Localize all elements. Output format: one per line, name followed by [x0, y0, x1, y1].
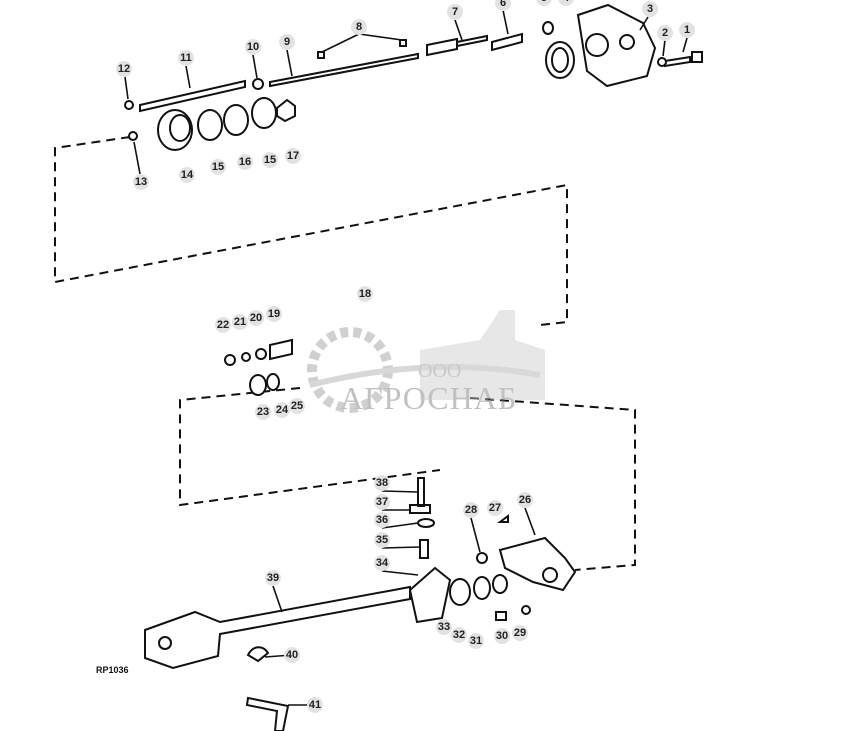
upper-parts [124, 3, 703, 151]
svg-text:40: 40 [286, 649, 298, 661]
callout-11: 11 [178, 50, 194, 66]
callout-labels: 1234567891011121314151615171819202122232… [116, 0, 695, 713]
svg-text:3: 3 [647, 3, 653, 15]
svg-text:13: 13 [135, 176, 147, 188]
callout-3: 3 [642, 1, 658, 17]
svg-text:2: 2 [662, 27, 668, 39]
callout-19: 19 [266, 306, 282, 322]
svg-text:29: 29 [514, 627, 526, 639]
svg-text:34: 34 [376, 557, 389, 569]
callout-28: 28 [463, 502, 479, 518]
svg-text:22: 22 [217, 319, 229, 331]
callout-36: 36 [374, 512, 390, 528]
svg-text:28: 28 [465, 504, 477, 516]
callout-16: 16 [237, 154, 253, 170]
callout-34: 34 [374, 555, 390, 571]
svg-text:39: 39 [267, 572, 279, 584]
dashed-group-outlines [54, 136, 636, 571]
callout-22: 22 [215, 317, 231, 333]
lower-parts [144, 477, 577, 731]
svg-text:35: 35 [376, 534, 388, 546]
svg-text:9: 9 [284, 36, 290, 48]
svg-text:30: 30 [496, 630, 508, 642]
callout-8: 8 [351, 19, 367, 35]
callout-23: 23 [255, 404, 271, 420]
callout-31: 31 [468, 633, 484, 649]
svg-text:41: 41 [309, 699, 321, 711]
svg-text:18: 18 [359, 288, 371, 300]
svg-text:27: 27 [489, 502, 501, 514]
svg-text:23: 23 [257, 406, 269, 418]
callout-12: 12 [116, 61, 132, 77]
callout-17: 17 [285, 148, 301, 164]
callout-5: 5 [536, 0, 552, 6]
callout-26: 26 [517, 492, 533, 508]
svg-text:33: 33 [438, 621, 450, 633]
svg-text:32: 32 [453, 629, 465, 641]
svg-text:25: 25 [291, 400, 303, 412]
callout-32: 32 [451, 627, 467, 643]
callout-4: 4 [558, 0, 574, 6]
callout-38: 38 [374, 475, 390, 491]
callout-20: 20 [248, 310, 264, 326]
callout-37: 37 [374, 494, 390, 510]
svg-text:37: 37 [376, 496, 388, 508]
callout-6: 6 [495, 0, 511, 11]
callout-15: 15 [210, 159, 226, 175]
svg-text:4: 4 [563, 0, 570, 4]
svg-text:15: 15 [264, 154, 276, 166]
svg-text:11: 11 [180, 52, 192, 64]
callout-40: 40 [284, 647, 300, 663]
callout-10: 10 [245, 39, 261, 55]
svg-text:17: 17 [287, 150, 299, 162]
callout-35: 35 [374, 532, 390, 548]
svg-text:16: 16 [239, 156, 251, 168]
svg-text:14: 14 [181, 169, 194, 181]
callout-30: 30 [494, 628, 510, 644]
callout-13: 13 [133, 174, 149, 190]
svg-text:19: 19 [268, 308, 280, 320]
svg-text:12: 12 [118, 63, 130, 75]
callout-18: 18 [357, 286, 373, 302]
callout-1: 1 [679, 22, 695, 38]
svg-text:6: 6 [500, 0, 506, 9]
svg-text:1: 1 [684, 24, 690, 36]
callout-25: 25 [289, 398, 305, 414]
svg-text:21: 21 [234, 316, 246, 328]
callout-39: 39 [265, 570, 281, 586]
svg-text:26: 26 [519, 494, 531, 506]
callout-2: 2 [657, 25, 673, 41]
svg-text:10: 10 [247, 41, 259, 53]
svg-text:15: 15 [212, 161, 224, 173]
callout-33: 33 [436, 619, 452, 635]
callout-9: 9 [279, 34, 295, 50]
svg-text:7: 7 [452, 6, 458, 18]
svg-text:8: 8 [356, 21, 362, 33]
callout-7: 7 [447, 4, 463, 20]
callout-41: 41 [307, 697, 323, 713]
svg-text:24: 24 [276, 404, 289, 416]
callout-29: 29 [512, 625, 528, 641]
svg-text:31: 31 [470, 635, 482, 647]
middle-parts [224, 338, 293, 396]
svg-text:38: 38 [376, 477, 388, 489]
svg-text:36: 36 [376, 514, 388, 526]
svg-text:20: 20 [250, 312, 262, 324]
leader-lines [124, 9, 688, 706]
callout-21: 21 [232, 314, 248, 330]
svg-text:5: 5 [541, 0, 547, 4]
figure-code: RP1036 [96, 665, 129, 675]
callout-27: 27 [487, 500, 503, 516]
callout-24: 24 [274, 402, 290, 418]
callout-15: 15 [262, 152, 278, 168]
callout-14: 14 [179, 167, 195, 183]
